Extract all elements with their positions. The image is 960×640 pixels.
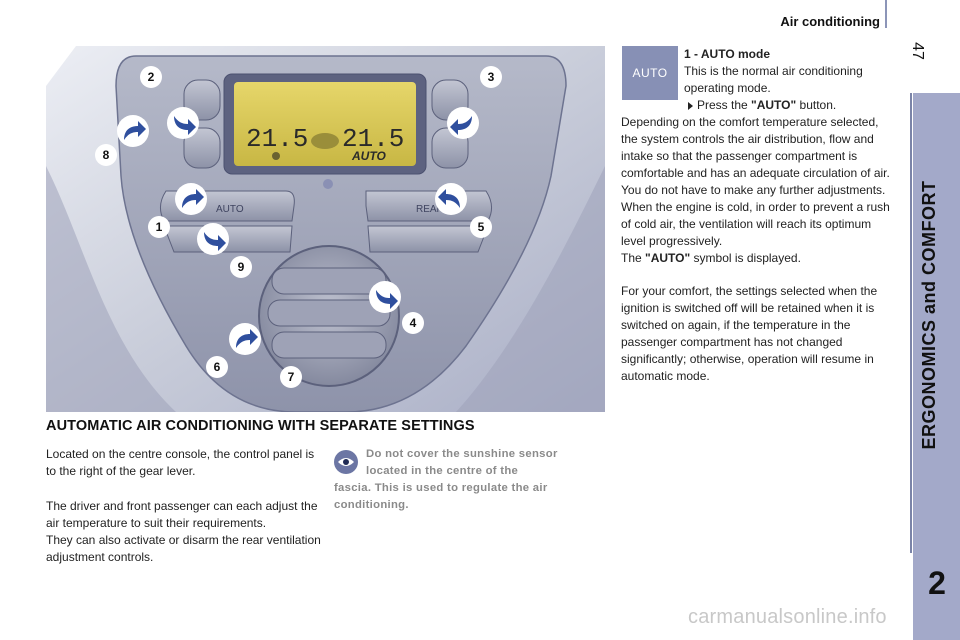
rear-button-label: REAR bbox=[416, 204, 444, 215]
auto-mode-badge: AUTO bbox=[622, 46, 678, 100]
callout-5: 5 bbox=[470, 216, 492, 238]
callout-7: 7 bbox=[280, 366, 302, 388]
auto-mode-body: Depending on the comfort temperature sel… bbox=[621, 115, 890, 248]
auto-mode-section: 1 - AUTO mode This is the normal air con… bbox=[621, 46, 891, 385]
intro-paragraph-rear: They can also activate or disarm the rea… bbox=[46, 533, 321, 564]
arrow-5-icon bbox=[434, 182, 468, 216]
callout-9: 9 bbox=[230, 256, 252, 278]
intro-paragraph-location: Located on the centre console, the contr… bbox=[46, 447, 315, 478]
chapter-title: ERGONOMICS and COMFORT bbox=[919, 180, 939, 450]
symbol-prefix: The bbox=[621, 251, 646, 265]
arrow-6-icon bbox=[228, 322, 262, 356]
callout-1: 1 bbox=[148, 216, 170, 238]
fascia-left-edge bbox=[46, 46, 76, 86]
eye-icon bbox=[334, 450, 358, 474]
lcd-sun-icon bbox=[272, 152, 280, 160]
warning-rest: fascia. This is used to regulate the air… bbox=[334, 482, 548, 511]
callout-3: 3 bbox=[480, 66, 502, 88]
arrow-3-icon bbox=[446, 106, 480, 140]
symbol-keyword: "AUTO" bbox=[645, 251, 691, 265]
auto-mode-instruction: Press the "AUTO" button. bbox=[684, 97, 891, 114]
instruction-prefix: Press the bbox=[697, 98, 752, 112]
lcd-fan-icon bbox=[311, 133, 339, 149]
callout-6: 6 bbox=[206, 356, 228, 378]
intro-paragraph-adjust: The driver and front passenger can each … bbox=[46, 499, 318, 530]
running-header: Air conditioning bbox=[780, 14, 880, 29]
temp-left-down-button[interactable] bbox=[183, 127, 221, 169]
chapter-tab-rule bbox=[910, 93, 912, 553]
arrow-1-icon bbox=[174, 182, 208, 216]
sunshine-sensor-warning: Do not cover the sunshine sensor located… bbox=[334, 446, 599, 514]
fascia-shadow-right bbox=[456, 166, 605, 412]
distribution-button-top[interactable] bbox=[271, 267, 387, 295]
callout-4: 4 bbox=[402, 312, 424, 334]
warning-line-1: Do not cover the sunshine sensor bbox=[366, 448, 558, 460]
arrow-9-icon bbox=[196, 222, 230, 256]
header-divider bbox=[885, 0, 887, 28]
fascia-shadow-left bbox=[46, 166, 176, 412]
auto-symbol-note: The "AUTO" symbol is displayed. bbox=[621, 250, 891, 267]
arrow-4-icon bbox=[368, 280, 402, 314]
distribution-button-bottom[interactable] bbox=[271, 331, 387, 359]
distribution-button-middle[interactable] bbox=[267, 299, 391, 327]
auto-mode-heading: 1 - AUTO mode bbox=[684, 47, 771, 61]
temp-left-up-button[interactable] bbox=[183, 79, 221, 121]
symbol-suffix: symbol is displayed. bbox=[690, 251, 801, 265]
lcd-screen bbox=[234, 82, 416, 166]
lcd-right-temp: 21.5 bbox=[342, 124, 404, 154]
instruction-keyword: "AUTO" bbox=[751, 98, 797, 112]
lcd-mode: AUTO bbox=[351, 149, 386, 163]
callout-8: 8 bbox=[95, 144, 117, 166]
callout-2: 2 bbox=[140, 66, 162, 88]
page-number: 47 bbox=[909, 42, 926, 60]
chapter-number: 2 bbox=[928, 565, 946, 601]
auto-button-label: AUTO bbox=[216, 204, 244, 215]
sunshine-sensor bbox=[323, 179, 333, 189]
chapter-tab bbox=[913, 93, 960, 640]
auto-mode-lead: This is the normal air conditioning oper… bbox=[684, 64, 863, 95]
demist-button[interactable] bbox=[367, 225, 489, 253]
control-panel-figure: 21.5 21.5 AUTO AUTO REAR bbox=[46, 46, 605, 412]
comfort-note: For your comfort, the settings selected … bbox=[621, 284, 878, 383]
instruction-suffix: button. bbox=[796, 98, 837, 112]
bullet-triangle-icon bbox=[688, 101, 693, 110]
lcd-left-temp: 21.5 bbox=[246, 124, 308, 154]
arrow-2-icon bbox=[166, 106, 200, 140]
watermark: carmanualsonline.info bbox=[688, 606, 887, 628]
section-title: AUTOMATIC AIR CONDITIONING WITH SEPARATE… bbox=[46, 418, 475, 434]
arrow-8-icon bbox=[116, 114, 150, 148]
intro-text: Located on the centre console, the contr… bbox=[46, 446, 326, 566]
warning-line-2: located in the centre of the bbox=[366, 465, 519, 477]
